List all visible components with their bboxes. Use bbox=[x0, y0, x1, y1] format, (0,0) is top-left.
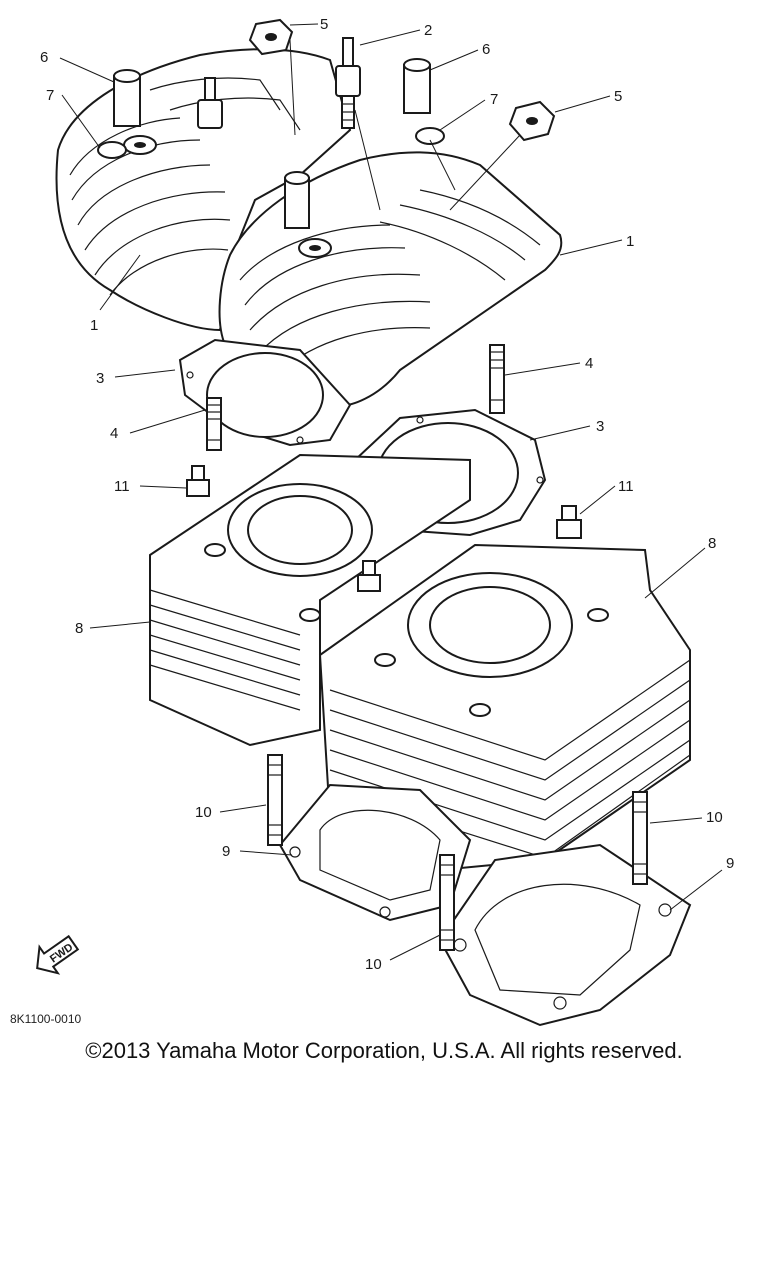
spacer-6-center bbox=[284, 171, 310, 229]
bolt-11-right bbox=[556, 505, 582, 539]
callout-8-right: 8 bbox=[708, 535, 716, 552]
head-gasket-3-left bbox=[178, 338, 352, 447]
callout-5-right: 5 bbox=[614, 88, 622, 105]
callout-7-right: 7 bbox=[490, 91, 498, 108]
callout-6-right: 6 bbox=[482, 41, 490, 58]
washer-7-right bbox=[415, 127, 445, 145]
callout-3-right: 3 bbox=[596, 418, 604, 435]
leader-lines bbox=[59, 23, 723, 961]
cylinder-exploded-diagram: 6 7 5 2 6 7 5 1 1 3 4 4 3 11 11 8 8 10 9… bbox=[36, 16, 734, 1027]
callout-10-right: 10 bbox=[706, 809, 723, 826]
stud-10-right bbox=[632, 791, 648, 885]
drawing-code: 8K1100-0010 bbox=[10, 1012, 82, 1026]
callout-9-right: 9 bbox=[726, 855, 734, 872]
stud-4-left bbox=[206, 397, 222, 451]
callout-11-right: 11 bbox=[618, 478, 634, 495]
callout-8-left: 8 bbox=[75, 620, 83, 637]
nut-5-top bbox=[248, 18, 294, 56]
callout-4-left: 4 bbox=[110, 425, 118, 442]
callout-1-right: 1 bbox=[626, 233, 634, 250]
callout-1-left: 1 bbox=[90, 317, 98, 334]
cylinder-block-left bbox=[149, 453, 471, 747]
callout-7-left: 7 bbox=[46, 87, 54, 104]
spark-plug-2 bbox=[335, 37, 361, 129]
nut-5-right bbox=[508, 100, 556, 142]
copyright-notice: ©2013 Yamaha Motor Corporation, U.S.A. A… bbox=[85, 1038, 683, 1063]
callout-2: 2 bbox=[424, 22, 432, 39]
spacer-6-right bbox=[403, 58, 431, 114]
stud-10-left bbox=[267, 754, 283, 846]
fwd-arrow-icon: FWD bbox=[36, 934, 80, 975]
callout-9-left: 9 bbox=[222, 843, 230, 860]
callout-10-left: 10 bbox=[195, 804, 212, 821]
bolt-11-center bbox=[357, 560, 381, 592]
callout-4-right: 4 bbox=[585, 355, 593, 372]
callout-5-top: 5 bbox=[320, 16, 328, 33]
cylinder-block-right bbox=[318, 543, 691, 872]
callout-10-center: 10 bbox=[365, 956, 382, 973]
bolt-11-left bbox=[186, 465, 210, 497]
callout-6-left: 6 bbox=[40, 49, 48, 66]
stud-4-right bbox=[489, 344, 505, 414]
stud-10-center bbox=[439, 854, 455, 951]
callout-3-left: 3 bbox=[96, 370, 104, 387]
washer-7-left bbox=[97, 141, 127, 159]
spark-plug-left bbox=[197, 77, 223, 129]
base-gasket-9-left bbox=[278, 783, 472, 922]
callout-11-left: 11 bbox=[114, 478, 130, 495]
spacer-6-left bbox=[113, 69, 141, 127]
base-gasket-9-right bbox=[438, 843, 692, 1027]
